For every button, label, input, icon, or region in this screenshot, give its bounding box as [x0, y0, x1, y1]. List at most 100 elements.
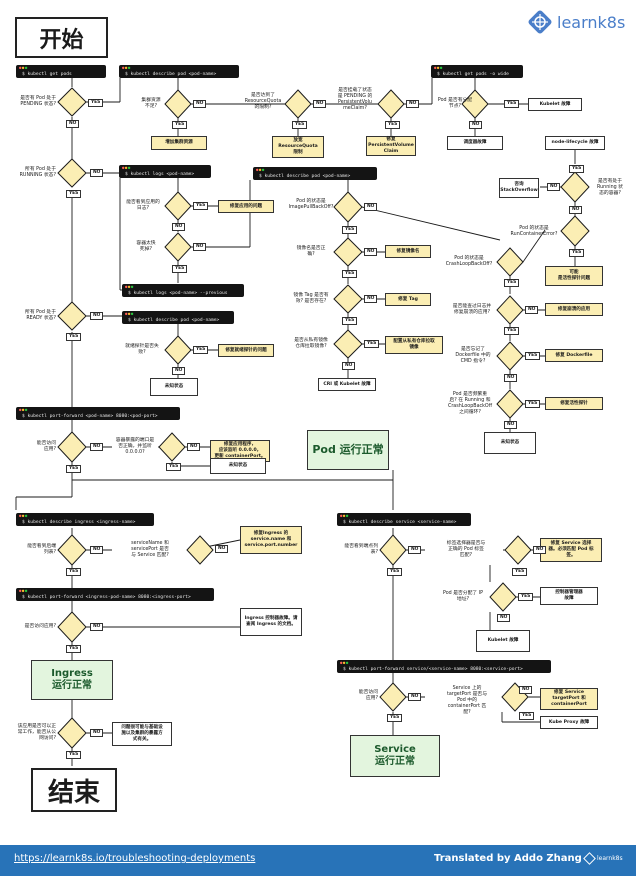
action-liveness-issue: 可能 是活性探针问题 [545, 266, 603, 286]
terminal-describe-pod-1: ●●●$ kubectl describe pod <pod-name> [119, 65, 239, 78]
diamond-private-registry [333, 329, 363, 359]
action-node-lifecycle: node-lifecycle 故障 [545, 136, 605, 150]
diamond-crashloop [496, 247, 524, 277]
diamond-restart-frequent [496, 389, 524, 419]
start-title: 开始 [15, 17, 108, 58]
label-yes: YES [519, 712, 535, 720]
diamond-image-tag [333, 284, 363, 314]
ingress-ok-box: Ingress 运行正常 [31, 660, 113, 700]
label-no: NO [364, 203, 378, 211]
label-no: NO [172, 367, 186, 375]
label-yes: YES [66, 333, 82, 341]
footer-link[interactable]: https://learnk8s.io/troubleshooting-depl… [14, 853, 256, 864]
action-fix-selector: 修复 Service 选择 器。必须匹配 Pod 标 签。 [540, 538, 602, 562]
action-fix-dockerfile: 修复 Dockerfile [545, 349, 603, 362]
service-ok-box: Service 运行正常 [350, 735, 440, 777]
diamond-internet-access [57, 717, 87, 749]
diamond-pvc [377, 89, 405, 119]
diamond-see-backend [57, 534, 87, 566]
diamond-assigned-node [461, 89, 489, 119]
label-no: NO [533, 546, 547, 554]
action-stackoverflow: 咨询 StackOverflow [499, 178, 539, 198]
action-fix-image-name: 修复镜像名 [385, 245, 431, 258]
label-yes: YES [166, 463, 182, 471]
label-no: NO [193, 100, 207, 108]
label-no: NO [187, 443, 201, 451]
label-no: NO [469, 121, 483, 129]
label-yes: YES [512, 568, 528, 576]
question-image-name: 镜像名是否正 确? [296, 246, 326, 257]
diamond-exposed-port [158, 432, 186, 462]
terminal-port-forward-ingress: ●●●$ kubectl port-forward <ingress-pod-n… [16, 588, 214, 601]
label-no: NO [519, 686, 533, 694]
label-no: NO [193, 243, 207, 251]
terminal-describe-pod-3: ●●●$ kubectl describe pod <pod-name> [122, 311, 234, 324]
question-quota: 是否达到了 ResourceQuota 的限制? [244, 93, 282, 110]
label-no: NO [364, 248, 378, 256]
label-no: NO [497, 614, 511, 622]
terminal-get-pods-wide: ●●●$ kubectl get pods -o wide [431, 65, 523, 78]
label-yes: YES [193, 202, 209, 210]
terminal-port-forward-pod: ●●●$ kubectl port-forward <pod-name> 808… [16, 407, 180, 420]
label-no: NO [342, 362, 356, 370]
diamond-running [57, 158, 87, 188]
diamond-cmd-forgot [496, 341, 524, 371]
question-access-service: 能否访问 应用? [358, 690, 378, 701]
question-pending: 是否有 Pod 处于 PENDING 状态? [20, 96, 56, 107]
diamond-run-container-error [560, 215, 590, 247]
label-no: NO [90, 623, 104, 631]
label-no: NO [90, 443, 104, 451]
action-kubelet-issue-2: Kubelet 故障 [476, 630, 530, 652]
terminal-logs-previous: ●●●$ kubectl logs <pod-name> --previous [122, 284, 244, 297]
question-selector-match: 标签选择器是否与 正确的 Pod 标签 匹配? [446, 541, 486, 558]
label-yes: YES [525, 352, 541, 360]
label-yes: YES [66, 190, 82, 198]
action-kubelet-issue: Kubelet 故障 [528, 98, 582, 111]
question-see-backend: 能否看到后端 列表? [27, 544, 56, 555]
label-yes: YES [66, 465, 82, 473]
label-yes: YES [504, 100, 520, 108]
label-no: NO [215, 545, 229, 553]
action-fix-ingress: 修复Ingress 的 service.name 和 service.port.… [240, 526, 302, 554]
diamond-ready [57, 301, 87, 331]
question-fix-logs: 是否能查过日志并 修复崩溃的应用? [452, 304, 492, 315]
action-unknown-state-1: 未知状态 [484, 432, 536, 454]
label-no: NO [90, 169, 104, 177]
question-ready: 所有 Pod 处于 READY 状态? [25, 310, 56, 321]
label-no: NO [90, 546, 104, 554]
label-no: NO [66, 120, 80, 128]
label-yes: YES [342, 317, 358, 325]
label-yes: YES [387, 714, 403, 722]
diamond-cluster-full [164, 89, 192, 119]
label-no: NO [547, 183, 561, 191]
question-exposed-port: 容器暴露的端口是 否正确，并监听 0.0.0.0? [115, 438, 155, 455]
learnk8s-logo: learnk8s [527, 9, 625, 35]
label-yes: YES [387, 568, 403, 576]
diamond-selector-match [504, 535, 532, 565]
footer-logo-text: learnk8s [597, 855, 623, 862]
label-yes: YES [66, 751, 82, 759]
question-assigned-node: Pod 是否有分配 节点? [437, 98, 473, 109]
diamond-access-ingress [57, 611, 87, 643]
question-container-quit: 容器太快 死掉? [136, 241, 156, 252]
label-no: NO [90, 729, 104, 737]
action-fix-target-port: 修复 Service targetPort 和 containerPort [540, 688, 598, 710]
label-no: NO [364, 295, 378, 303]
label-no: NO [504, 421, 518, 429]
action-fix-app: 修复应用的问题 [218, 200, 274, 213]
action-unknown-state-3: 未知状态 [210, 458, 266, 474]
diamond-access-service [379, 682, 407, 712]
action-fix-crashing-app: 修复崩溃的应用 [545, 303, 603, 316]
question-cmd-forgot: 是否忘记了 Dockerfile 中的 CMD 指令? [455, 347, 491, 364]
question-access-ingress: 是否访问应用? [24, 624, 56, 629]
terminal-describe-service: ●●●$ kubectl describe service <service-n… [337, 513, 471, 526]
action-fix-liveness: 修复活性探针 [545, 397, 603, 410]
question-crashloop: Pod 的状态是 CrashLoopBackOff? [445, 256, 493, 267]
label-no: NO [504, 374, 518, 382]
label-yes: YES [88, 99, 104, 107]
question-run-container-error: Pod 的状态是 RunContainerError? [510, 226, 558, 237]
learnk8s-helm-icon [528, 10, 552, 34]
diamond-fix-logs [496, 295, 524, 325]
question-node-running: 是否有处于 Running 状 态的容器? [597, 179, 623, 196]
label-no: NO [408, 693, 422, 701]
